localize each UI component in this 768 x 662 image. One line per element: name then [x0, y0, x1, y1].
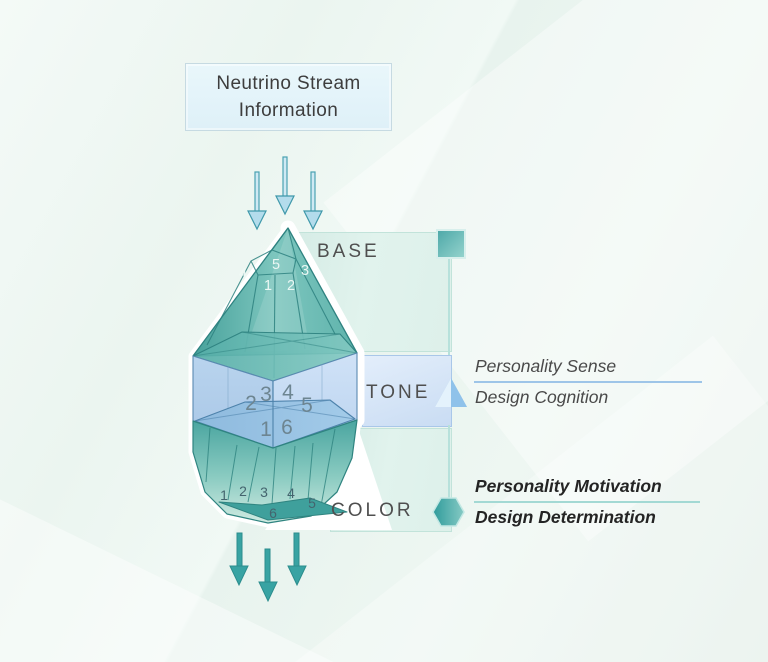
facet-number: 2 [287, 278, 295, 294]
facet-number: 4 [287, 485, 295, 501]
facet-number: 3 [260, 383, 272, 406]
facet-number: 5 [301, 394, 313, 417]
facet-number: 2 [245, 392, 257, 415]
down-arrow-icon [258, 548, 278, 603]
facet-number: 6 [281, 416, 293, 439]
tone-annotation-divider [474, 381, 702, 383]
input-arrows [247, 156, 323, 231]
color-facet-numbers: 1 2 3 4 5 6 [220, 483, 316, 521]
background-sheen [0, 482, 352, 662]
triangle-icon [435, 378, 467, 407]
base-section-label: BASE [317, 241, 380, 262]
facet-number: 5 [272, 257, 280, 273]
tone-section-label: TONE [366, 382, 431, 403]
tone-facet-numbers: 2 3 4 5 1 6 [245, 381, 313, 441]
down-arrow-icon [303, 171, 323, 231]
square-icon [436, 229, 466, 259]
facet-number: 1 [260, 418, 272, 441]
title-line-1: Neutrino Stream [216, 73, 361, 94]
color-section-label: COLOR [331, 500, 414, 521]
output-arrows [229, 532, 307, 603]
facet-number: 4 [239, 266, 247, 282]
background-sheen [224, 335, 768, 662]
title-box: Neutrino Stream Information [185, 63, 392, 131]
tone-annotation-line-1: Personality Sense [475, 356, 617, 376]
down-arrow-icon [275, 156, 295, 216]
title-line-2: Information [238, 100, 339, 121]
tone-annotation-line-2: Design Cognition [475, 387, 609, 407]
down-arrow-icon [229, 532, 249, 587]
facet-number: 1 [220, 487, 228, 503]
section-connector-line [448, 425, 450, 499]
down-arrow-icon [247, 171, 267, 231]
down-arrow-icon [287, 532, 307, 587]
color-annotation-line-1: Personality Motivation [475, 476, 662, 496]
color-annotation-divider [474, 501, 700, 503]
facet-number: 3 [260, 484, 268, 500]
color-annotation-line-2: Design Determination [475, 507, 656, 527]
facet-number: 1 [264, 278, 272, 294]
hexagon-icon [432, 497, 465, 527]
facet-number: 2 [239, 483, 247, 499]
section-connector-line [448, 256, 450, 355]
facet-number: 6 [269, 505, 277, 521]
facet-number: 5 [308, 495, 316, 511]
facet-number: 4 [282, 381, 294, 404]
